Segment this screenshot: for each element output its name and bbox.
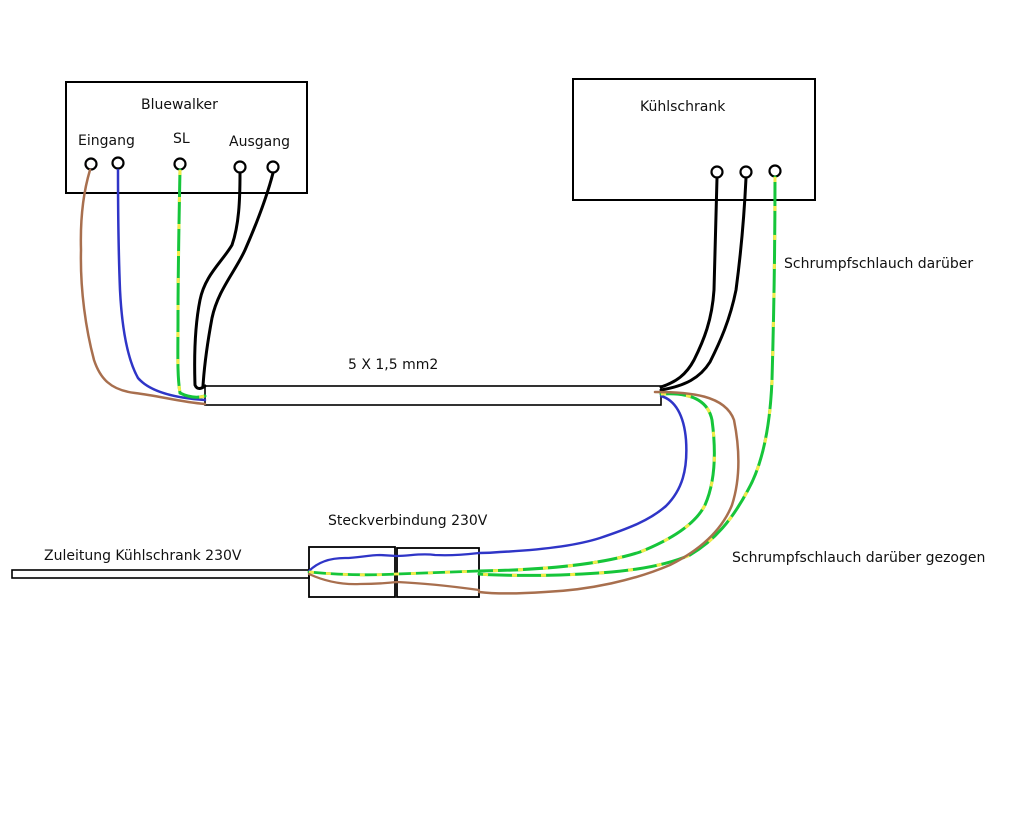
wire-pe-bluewalker: [176, 168, 207, 399]
wire-blue-bluewalker: [116, 168, 207, 402]
main-cable-label: 5 X 1,5 mm2: [348, 357, 439, 373]
bluewalker-pe-label: SL: [173, 131, 190, 147]
main-cable: [204, 385, 662, 406]
wire-black-fridge-2: [659, 176, 748, 392]
bluewalker-output-terminal-2: [266, 160, 280, 174]
wire-pe-to-connector: [477, 392, 716, 573]
wire-brown-to-connector: [477, 390, 740, 595]
wire-black-bluewalker-1: [193, 171, 242, 390]
bluewalker-output-label: Ausgang: [229, 134, 290, 150]
wire-pe-to-connector-stripe: [478, 392, 716, 573]
bluewalker-box: [65, 81, 308, 194]
fridge-terminal-pe: [768, 164, 782, 178]
connector-label: Steckverbindung 230V: [328, 513, 488, 529]
wire-pe-bluewalker-stripe: [176, 169, 206, 399]
wire-brown-connector-inner: [307, 572, 481, 592]
fridge-box: [572, 78, 816, 201]
fridge-terminal-2: [739, 165, 753, 179]
supply-cable: [11, 569, 310, 579]
wire-blue-to-connector: [477, 394, 688, 555]
supply-cable-label: Zuleitung Kühlschrank 230V: [44, 548, 242, 564]
bluewalker-input-terminal-l: [84, 157, 98, 171]
wire-pe-connector-inner-stripe: [308, 569, 480, 577]
bluewalker-title: Bluewalker: [141, 97, 218, 113]
bluewalker-input-terminal-n: [111, 156, 125, 170]
fridge-terminal-1: [710, 165, 724, 179]
bluewalker-output-terminal-1: [233, 160, 247, 174]
fridge-title: Kühlschrank: [640, 99, 726, 115]
shrink-tube-pulled-note: Schrumpfschlauch darüber gezogen: [732, 550, 986, 566]
wire-black-fridge-1: [659, 176, 719, 389]
shrink-tube-note: Schrumpfschlauch darüber: [784, 256, 974, 272]
wire-black-bluewalker-2: [201, 171, 275, 388]
bluewalker-input-label: Eingang: [78, 133, 135, 149]
wire-blue-connector-inner: [307, 551, 481, 573]
wire-pe-fridge: [477, 175, 777, 577]
bluewalker-pe-terminal: [173, 157, 187, 171]
wire-brown-bluewalker: [79, 168, 207, 406]
